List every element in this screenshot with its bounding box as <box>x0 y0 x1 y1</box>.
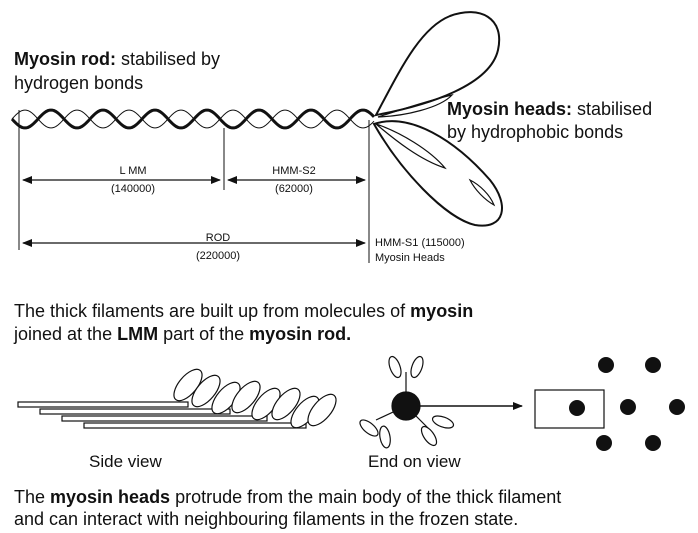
thick-filament-caption-line1: The thick filaments are built up from mo… <box>14 300 473 322</box>
thick-filament-core <box>392 392 420 420</box>
rod-label: ROD <box>193 232 243 245</box>
lmm-mass: (140000) <box>103 183 163 196</box>
heads-caption-line2: and can interact with neighbouring filam… <box>14 508 518 530</box>
heads-heading-line2: by hydrophobic bonds <box>447 121 623 143</box>
filament-lattice <box>535 357 685 451</box>
side-view-drawing <box>18 365 341 433</box>
thick-filament-caption-line2: joined at the LMM part of the myosin rod… <box>14 323 351 345</box>
end-view-label: End on view <box>368 452 461 472</box>
rod-heading-line2: hydrogen bonds <box>14 72 143 94</box>
heads-caption-line1: The myosin heads protrude from the main … <box>14 486 561 508</box>
hmm-s1-sub: Myosin Heads <box>375 252 445 265</box>
end-on-view-drawing <box>357 355 522 449</box>
rod-heading: Myosin rod: stabilised by <box>14 48 220 70</box>
myosin-rod-helix <box>12 110 374 128</box>
hmm-s1-label: HMM-S1 (115000) <box>375 237 465 250</box>
side-view-label: Side view <box>89 452 162 472</box>
lower-head-inner-lobe <box>470 180 494 205</box>
rod-mass: (220000) <box>188 250 248 263</box>
heads-heading: Myosin heads: stabilised <box>447 98 652 120</box>
hmm-s2-mass: (62000) <box>264 183 324 196</box>
lmm-label: L MM <box>108 165 158 178</box>
hmm-s2-label: HMM-S2 <box>264 165 324 178</box>
lower-head-small-lobe <box>376 124 445 168</box>
